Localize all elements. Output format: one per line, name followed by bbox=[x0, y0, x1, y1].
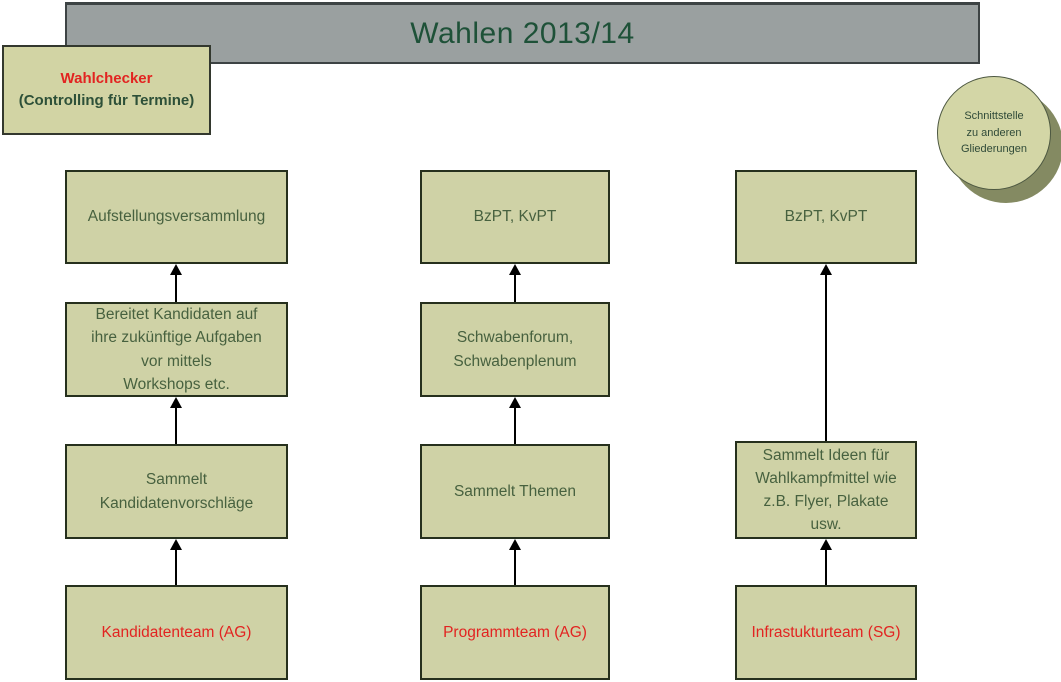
arrowhead-icon bbox=[170, 264, 182, 275]
arrow-up-icon bbox=[170, 264, 182, 302]
arrowhead-icon bbox=[820, 539, 832, 550]
arrow-up-icon bbox=[509, 397, 521, 444]
box-bzpt-kvpt-rechts: BzPT, KvPT bbox=[735, 170, 917, 264]
box-bzpt-kvpt-mitte: BzPT, KvPT bbox=[420, 170, 610, 264]
wahlchecker-label: Wahlchecker bbox=[60, 70, 153, 88]
box-bereitet-kandidaten: Bereitet Kandidaten auf ihre zukünftige … bbox=[65, 302, 288, 397]
interface-circle-label: Schnittstelle zu anderen Gliederungen bbox=[960, 110, 1028, 156]
arrow-up-icon bbox=[509, 539, 521, 585]
arrowhead-icon bbox=[170, 539, 182, 550]
box-sammelt-kandidatenvorschlaege: Sammelt Kandidatenvorschläge bbox=[65, 444, 288, 539]
arrow-up-icon bbox=[820, 539, 832, 585]
arrow-line bbox=[825, 547, 827, 585]
arrowhead-icon bbox=[820, 264, 832, 275]
box-label: Kandidatenteam (AG) bbox=[101, 623, 252, 641]
box-label: Sammelt Ideen für Wahlkampfmittel wie z.… bbox=[755, 446, 897, 534]
box-label: BzPT, KvPT bbox=[784, 208, 868, 226]
box-sammelt-ideen: Sammelt Ideen für Wahlkampfmittel wie z.… bbox=[735, 441, 917, 539]
arrow-up-icon bbox=[170, 539, 182, 585]
arrowhead-icon bbox=[170, 397, 182, 408]
arrow-line bbox=[175, 547, 177, 585]
arrowhead-icon bbox=[509, 539, 521, 550]
arrowhead-icon bbox=[509, 397, 521, 408]
box-label: Bereitet Kandidaten auf ihre zukünftige … bbox=[91, 306, 262, 393]
arrow-line bbox=[175, 405, 177, 444]
arrow-line bbox=[514, 272, 516, 302]
arrow-line bbox=[514, 547, 516, 585]
arrow-up-icon bbox=[820, 264, 832, 441]
box-label: Programmteam (AG) bbox=[443, 623, 587, 641]
interface-circle: Schnittstelle zu anderen Gliederungen bbox=[937, 76, 1051, 190]
arrow-up-icon bbox=[170, 397, 182, 444]
box-aufstellungsversammlung: Aufstellungsversammlung bbox=[65, 170, 288, 264]
arrowhead-icon bbox=[509, 264, 521, 275]
box-label: Sammelt Kandidatenvorschläge bbox=[99, 471, 254, 512]
box-label: Schwabenforum, Schwabenplenum bbox=[453, 329, 577, 370]
arrow-line bbox=[825, 272, 827, 441]
box-kandidatenteam: Kandidatenteam (AG) bbox=[65, 585, 288, 680]
arrow-line bbox=[514, 405, 516, 444]
box-label: Sammelt Themen bbox=[453, 482, 577, 500]
box-label: Aufstellungsversammlung bbox=[87, 208, 266, 226]
arrow-line bbox=[175, 272, 177, 302]
wahlchecker-sublabel: (Controlling für Termine) bbox=[18, 92, 195, 109]
title-bar: Wahlen 2013/14 bbox=[65, 2, 980, 64]
box-programmteam: Programmteam (AG) bbox=[420, 585, 610, 680]
box-label: Infrastukturteam (SG) bbox=[751, 623, 901, 641]
box-infrastukturteam: Infrastukturteam (SG) bbox=[735, 585, 917, 680]
box-schwabenforum: Schwabenforum, Schwabenplenum bbox=[420, 302, 610, 397]
page-title: Wahlen 2013/14 bbox=[410, 16, 635, 50]
wahlchecker-box: Wahlchecker (Controlling für Termine) bbox=[2, 45, 211, 135]
box-sammelt-themen: Sammelt Themen bbox=[420, 444, 610, 539]
arrow-up-icon bbox=[509, 264, 521, 302]
box-label: BzPT, KvPT bbox=[473, 208, 557, 226]
